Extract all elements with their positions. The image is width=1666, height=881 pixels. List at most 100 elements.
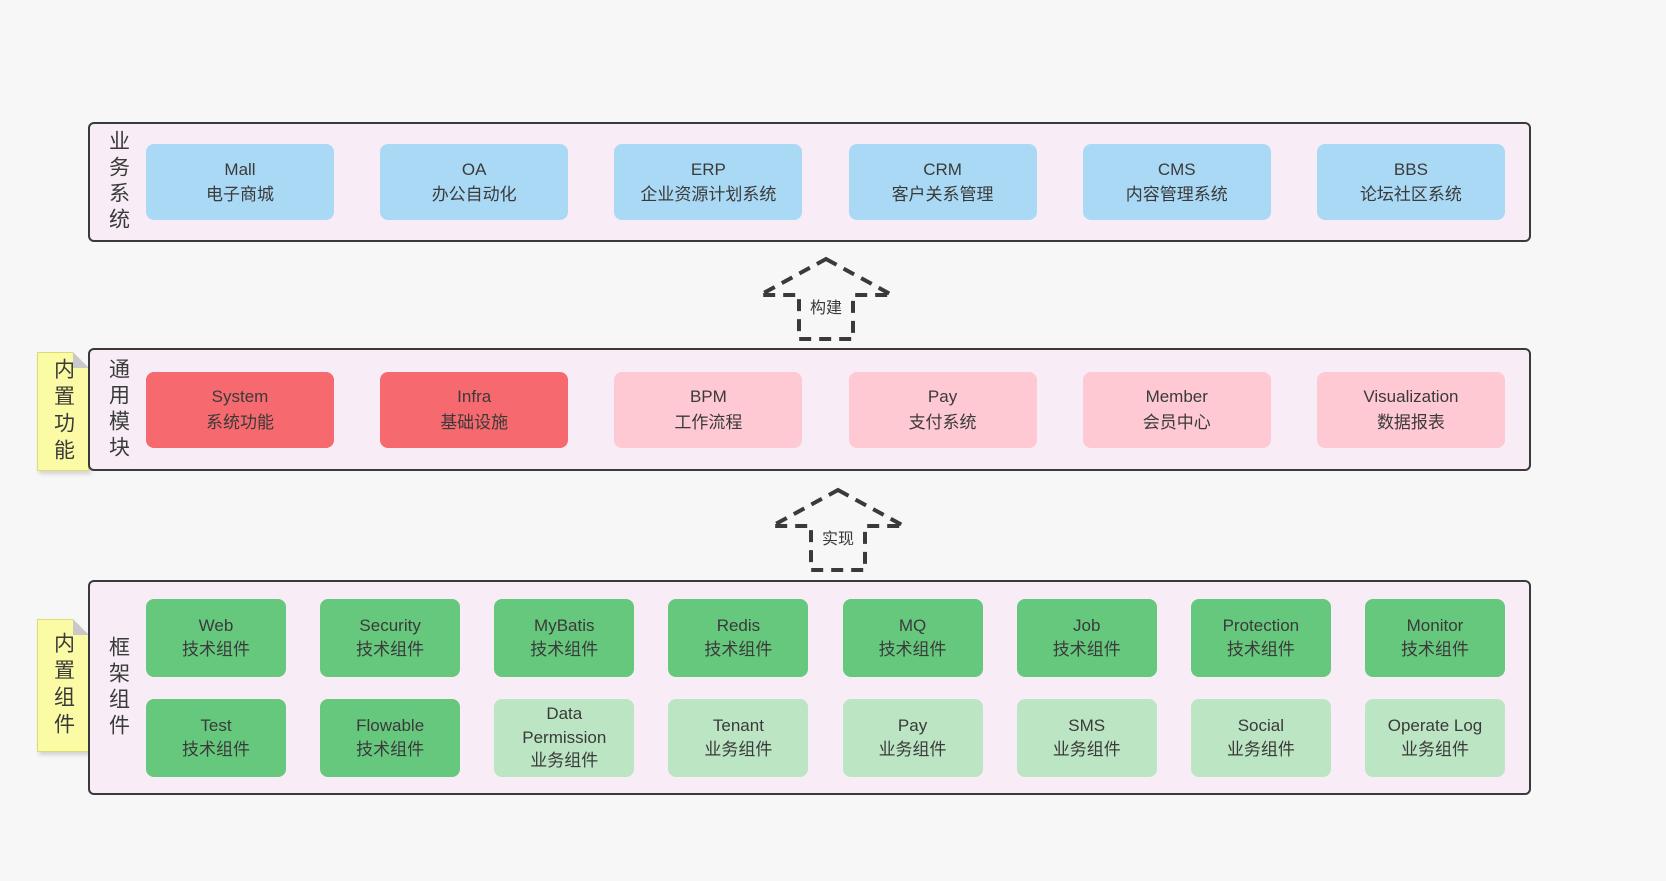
box-infra: Infra 基础设施 xyxy=(380,371,569,448)
box-test: Test 技术组件 xyxy=(146,698,286,777)
box-subtitle: 技术组件 xyxy=(1226,639,1295,659)
box-subtitle: 技术组件 xyxy=(704,639,773,659)
common-modules-panel: 通用模块 System 系统功能 Infra 基础设施 BPM 工作流程 Pay… xyxy=(88,348,1531,471)
box-subtitle: 系统功能 xyxy=(206,412,274,432)
up-arrow-icon xyxy=(771,487,905,572)
framework-components-panel: 框架组件 Web 技术组件 Security 技术组件 MyBatis 技术组件… xyxy=(88,580,1531,795)
box-title: BPM xyxy=(689,387,727,406)
business-systems-label-text: 业务系统 xyxy=(106,130,130,234)
box-title: Member xyxy=(1145,387,1208,406)
box-subtitle: 电子商城 xyxy=(206,185,274,204)
build-arrow-label: 构建 xyxy=(805,293,847,319)
builtin-functions-note-text: 内置功能 xyxy=(51,357,75,466)
build-arrow: 构建 xyxy=(756,256,896,342)
box-title: Protection xyxy=(1222,615,1300,635)
common-modules-label: 通用模块 xyxy=(90,350,146,469)
box-bpm: BPM 工作流程 xyxy=(614,371,803,448)
business-systems-panel: 业务系统 Mall 电子商城 OA 办公自动化 ERP 企业资源计划系统 CRM… xyxy=(88,122,1531,242)
box-crm: CRM 客户关系管理 xyxy=(848,144,1037,220)
box-visualization: Visualization 数据报表 xyxy=(1316,371,1505,448)
box-mall: Mall 电子商城 xyxy=(146,144,334,220)
box-title: CRM xyxy=(923,159,962,179)
box-title: Test xyxy=(200,715,232,735)
box-title: BBS xyxy=(1393,159,1428,179)
box-title: ERP xyxy=(690,159,726,179)
builtin-components-note: 内置组件 xyxy=(37,619,89,752)
box-pay-business: Pay 业务组件 xyxy=(842,698,983,777)
folded-corner-icon xyxy=(73,619,89,635)
box-system: System 系统功能 xyxy=(146,371,334,448)
box-subtitle: 技术组件 xyxy=(356,739,425,759)
box-title: Social xyxy=(1237,715,1284,735)
box-tenant: Tenant 业务组件 xyxy=(668,698,809,777)
box-bbs: BBS 论坛社区系统 xyxy=(1316,144,1505,220)
box-subtitle: 基础设施 xyxy=(440,412,509,432)
box-job: Job 技术组件 xyxy=(1016,598,1157,677)
box-mybatis: MyBatis 技术组件 xyxy=(494,598,635,677)
up-arrow-icon xyxy=(759,256,893,341)
box-title: MQ xyxy=(898,615,927,635)
box-sms: SMS 业务组件 xyxy=(1016,698,1157,777)
box-subtitle: 会员中心 xyxy=(1142,412,1211,432)
box-title: Job xyxy=(1072,615,1101,635)
box-subtitle: 业务组件 xyxy=(1052,739,1121,759)
box-title: OA xyxy=(461,159,487,179)
common-modules-label-text: 通用模块 xyxy=(106,357,130,462)
box-flowable: Flowable 技术组件 xyxy=(320,698,461,777)
box-subtitle: 客户关系管理 xyxy=(891,185,994,204)
business-components-row: Test 技术组件 Flowable 技术组件 Data Permission … xyxy=(146,698,1505,777)
box-subtitle: 技术组件 xyxy=(1052,639,1121,659)
box-monitor: Monitor 技术组件 xyxy=(1364,598,1505,677)
framework-components-label: 框架组件 xyxy=(90,582,146,793)
box-subtitle: 办公自动化 xyxy=(431,185,517,204)
box-subtitle: 技术组件 xyxy=(1400,639,1469,659)
box-data-permission: Data Permission 业务组件 xyxy=(494,698,635,777)
box-title: CMS xyxy=(1157,159,1196,179)
box-title: Operate Log xyxy=(1387,715,1483,735)
box-security: Security 技术组件 xyxy=(320,598,461,677)
box-pay: Pay 支付系统 xyxy=(848,371,1037,448)
box-subtitle: 技术组件 xyxy=(182,739,250,759)
box-subtitle: 业务组件 xyxy=(1400,739,1469,759)
box-title: Tenant xyxy=(712,715,764,735)
box-member: Member 会员中心 xyxy=(1082,371,1271,448)
framework-components-grid: Web 技术组件 Security 技术组件 MyBatis 技术组件 Redi… xyxy=(146,582,1529,793)
box-cms: CMS 内容管理系统 xyxy=(1082,144,1271,220)
box-title: Monitor xyxy=(1406,615,1464,635)
box-subtitle: 支付系统 xyxy=(908,412,977,432)
business-systems-label: 业务系统 xyxy=(90,124,146,240)
box-subtitle: 内容管理系统 xyxy=(1125,185,1228,204)
implement-arrow: 实现 xyxy=(768,487,908,573)
box-subtitle: 技术组件 xyxy=(530,639,599,659)
box-title: Pay xyxy=(927,387,958,406)
box-title: Mall xyxy=(224,159,256,179)
box-erp: ERP 企业资源计划系统 xyxy=(614,144,803,220)
tech-components-row: Web 技术组件 Security 技术组件 MyBatis 技术组件 Redi… xyxy=(146,598,1505,677)
box-web: Web 技术组件 xyxy=(146,598,286,677)
builtin-components-note-text: 内置组件 xyxy=(51,631,75,740)
box-subtitle: 论坛社区系统 xyxy=(1359,185,1462,204)
box-title: Flowable xyxy=(356,715,425,735)
framework-components-label-text: 框架组件 xyxy=(106,635,130,740)
box-subtitle: 工作流程 xyxy=(674,412,743,432)
box-title: Web xyxy=(198,615,234,635)
box-title: Redis xyxy=(716,615,761,635)
builtin-functions-note: 内置功能 xyxy=(37,352,89,471)
box-title: Data Permission xyxy=(522,703,607,747)
folded-corner-icon xyxy=(73,352,89,368)
box-title: Infra xyxy=(457,387,492,406)
box-mq: MQ 技术组件 xyxy=(842,598,983,677)
box-title: Security xyxy=(359,615,421,635)
box-subtitle: 技术组件 xyxy=(878,639,947,659)
box-subtitle: 企业资源计划系统 xyxy=(640,185,777,204)
box-oa: OA 办公自动化 xyxy=(380,144,569,220)
business-systems-row: Mall 电子商城 OA 办公自动化 ERP 企业资源计划系统 CRM 客户关系… xyxy=(146,124,1529,240)
box-subtitle: 业务组件 xyxy=(1226,739,1295,759)
box-protection: Protection 技术组件 xyxy=(1190,598,1331,677)
box-subtitle: 业务组件 xyxy=(704,739,773,759)
box-subtitle: 业务组件 xyxy=(530,751,599,771)
box-subtitle: 技术组件 xyxy=(182,639,250,659)
box-operate-log: Operate Log 业务组件 xyxy=(1364,698,1505,777)
common-modules-row: System 系统功能 Infra 基础设施 BPM 工作流程 Pay 支付系统… xyxy=(146,350,1529,469)
implement-arrow-label: 实现 xyxy=(817,524,859,550)
